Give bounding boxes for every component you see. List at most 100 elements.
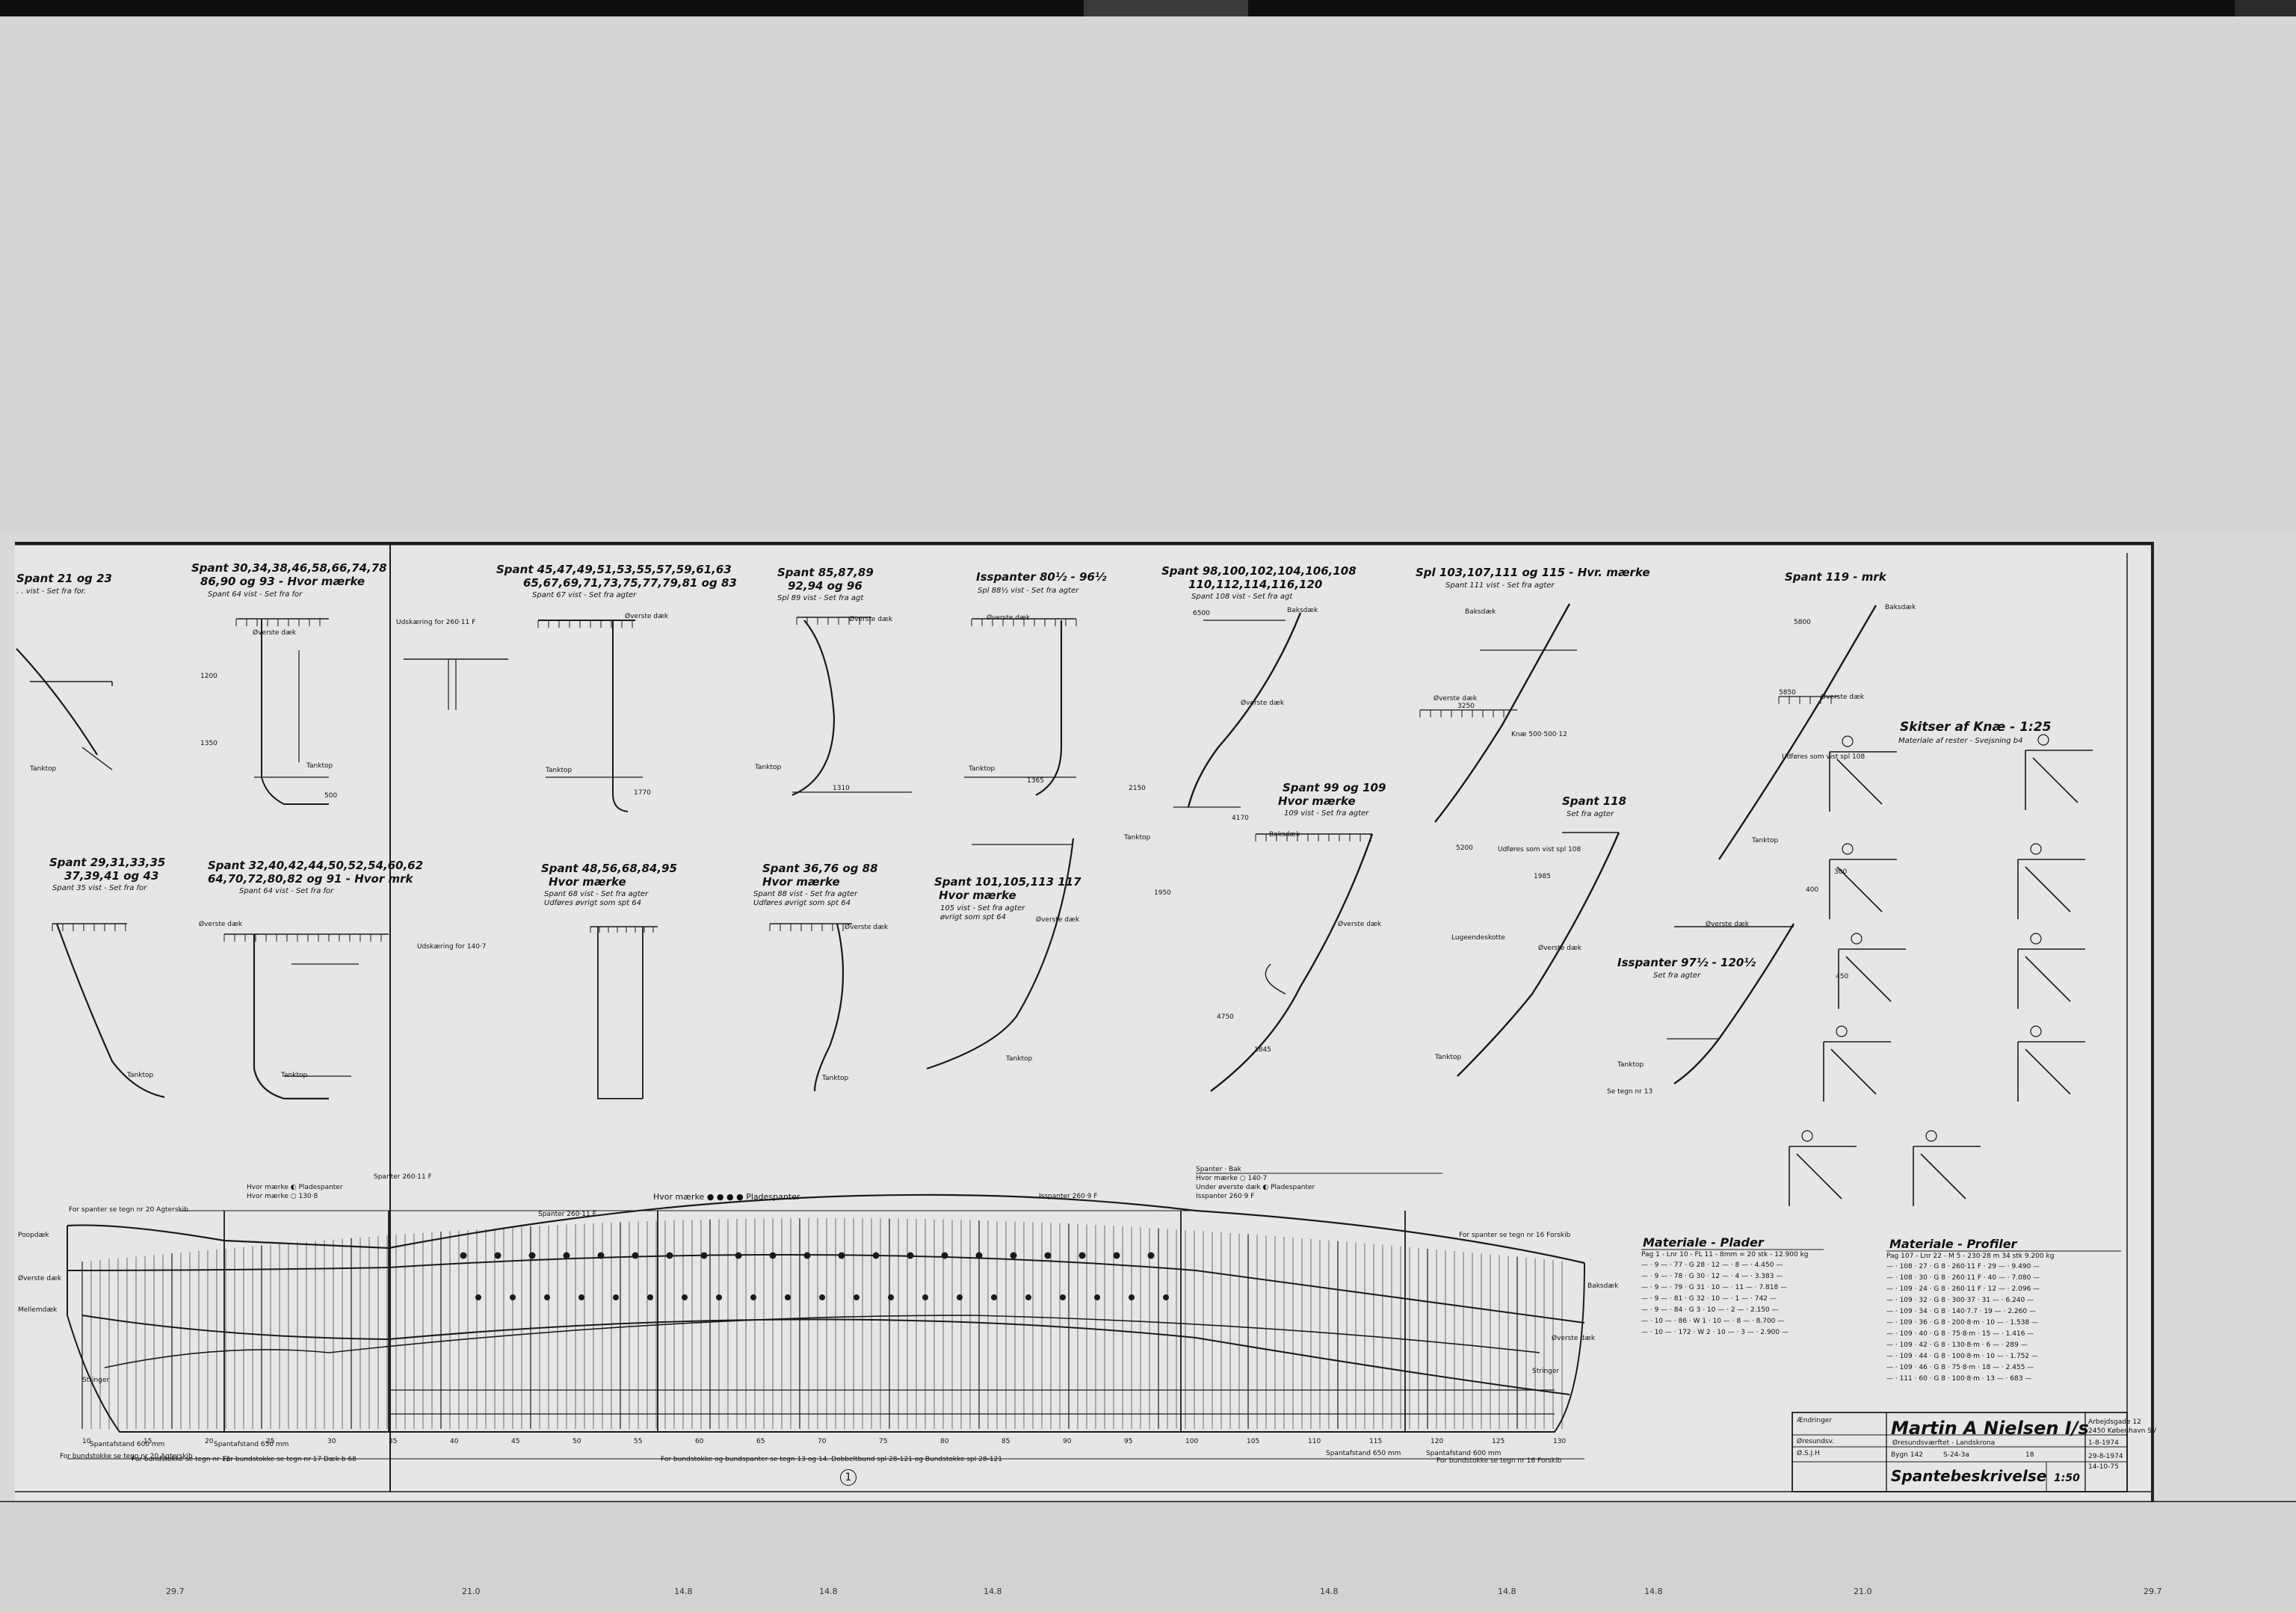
frame-subtitle: Spant 67 vist - Set fra agter — [532, 591, 637, 599]
bulkhead-label: Lugeendeskotte — [1451, 934, 1505, 942]
knee-callout-circle — [1851, 933, 1863, 945]
frame-number: 85 — [1002, 1438, 1010, 1445]
frame-title: Spant 30,34,38,46,58,66,74,78 — [191, 561, 387, 575]
plates-table-row: — · 9 — · 77 · G 28 · 12 — · 8 — · 4.450… — [1641, 1262, 1783, 1269]
frame-number: 50 — [573, 1438, 581, 1445]
frame-number: 100 — [1185, 1438, 1199, 1445]
ruler-mark: 21.0 — [1854, 1587, 1872, 1596]
frame-section — [1187, 612, 1302, 808]
frame-number: 10 — [82, 1438, 91, 1445]
tanktop-label: Tanktop — [969, 765, 996, 773]
frame-section — [1718, 605, 1877, 860]
frame-number: 40 — [450, 1438, 459, 1445]
frame-title-line2: Hvor mærke — [939, 889, 1016, 902]
frame-section — [813, 923, 845, 1092]
frame-title: Spant 101,105,113 117 — [934, 875, 1081, 889]
plate-frame-marker — [510, 1294, 516, 1300]
plate-frame-marker — [785, 1294, 791, 1300]
frame-section — [1673, 923, 1795, 1084]
knee-sketch — [2017, 948, 2085, 1009]
profiles-table-row: — · 109 · 46 · G 8 · 75·8·m · 18 — · 2.4… — [1886, 1364, 2034, 1371]
profile-label: Spanter · Bak — [1196, 1166, 1241, 1173]
ruler-mark: 29.7 — [166, 1587, 185, 1596]
frame-number: 90 — [1063, 1438, 1072, 1445]
frame-title-line2: 86,90 og 93 - Hvor mærke — [200, 575, 365, 588]
plate-frame-marker — [647, 1294, 653, 1300]
frame-section — [1035, 620, 1063, 796]
knee-callout-circle — [2037, 734, 2049, 746]
frame-number: 15 — [144, 1438, 152, 1445]
film-bottom-band — [0, 1502, 2296, 1612]
ruler-mark: 29.7 — [2144, 1587, 2162, 1596]
deck-label: Øverste dæk — [253, 629, 297, 637]
tanktop-label: Tanktop — [1006, 1055, 1033, 1063]
cutout-label: Udskæring for 140·7 — [417, 943, 487, 951]
frame-number: 80 — [940, 1438, 949, 1445]
frame-title-line2: 37,39,41 og 43 — [64, 869, 159, 883]
profile-label: For spanter se tegn nr 20 Agterskib — [69, 1206, 188, 1214]
frame-title: Spl 103,107,111 og 115 - Hvr. mærke — [1416, 566, 1650, 579]
plate-frame-marker — [716, 1294, 722, 1300]
drawing-line — [81, 747, 113, 771]
dimension-value: 5200 — [1456, 844, 1473, 852]
deck-label: Baksdæk — [1885, 604, 1916, 611]
deck-label: Øverste dæk — [845, 924, 889, 931]
sketch-subtitle: Materiale af rester - Svejsning b4 — [1898, 737, 2023, 745]
profile-hull-outline — [67, 1226, 1585, 1433]
profile-label: For bundstokke se tegn nr 12 — [132, 1456, 231, 1463]
deck-label: Øverste dæk — [625, 613, 669, 620]
plate-frame-marker — [991, 1294, 997, 1300]
sheet-number-circle: 1 — [840, 1469, 857, 1486]
table-title: Materiale - Profiler — [1889, 1237, 2017, 1251]
frame-section — [16, 648, 98, 756]
frame-number: 75 — [879, 1438, 888, 1445]
profile-deck-line — [67, 1253, 1585, 1324]
frame-title: Spant 32,40,42,44,50,52,54,60,62 — [208, 859, 424, 872]
profile-label: Hvor mærke ● ● ● ● Pladespanter — [653, 1192, 800, 1202]
plate-frame-marker — [563, 1252, 570, 1259]
frame-number: 110 — [1308, 1438, 1321, 1445]
date: 29-8-1974 — [2088, 1453, 2123, 1460]
knee-sketch — [1829, 859, 1897, 919]
plate-frame-marker — [632, 1252, 639, 1259]
deck-label: Øverste dæk — [199, 921, 243, 928]
plate-frame-marker — [1113, 1252, 1120, 1259]
frame-title: Spant 118 — [1562, 794, 1627, 808]
deck-label: Øverste dæk — [1821, 694, 1865, 701]
frame-subtitle: . . vist - Set fra for. — [16, 587, 87, 596]
frame-number: 35 — [389, 1438, 398, 1445]
plate-frame-marker — [941, 1252, 948, 1259]
plate-frame-marker — [769, 1252, 777, 1259]
dimension-value: 1200 — [200, 673, 217, 680]
profile-label: Øverste dæk — [1552, 1335, 1596, 1342]
tanktop-label: Tanktop — [822, 1075, 849, 1082]
frame-subtitle: Spant 68 vist - Set fra agter — [544, 890, 649, 898]
frame-section — [261, 619, 329, 805]
tanktop-label: Tanktop — [30, 765, 57, 773]
knee-callout-circle — [1842, 735, 1854, 747]
profiles-table-row: — · 109 · 44 · G 8 · 100·8·m · 10 — · 1.… — [1886, 1353, 2039, 1360]
plate-frame-marker — [854, 1294, 860, 1300]
plate-frame-marker — [1129, 1294, 1135, 1300]
frame-subtitle: Spant 108 vist - Set fra agt — [1191, 593, 1293, 601]
dimension-value: 4750 — [1217, 1013, 1234, 1021]
frame-title-line2: Hvor mærke — [549, 875, 626, 889]
note-label: Udføres som vist spl 108 — [1782, 753, 1866, 761]
plate-frame-marker — [597, 1252, 605, 1259]
dimension-value: 1770 — [634, 789, 651, 797]
company-subtitle: Øresundsværftet - Landskrona — [1892, 1439, 1996, 1447]
frame-number: 20 — [205, 1438, 214, 1445]
plate-frame-marker — [975, 1252, 983, 1259]
frame-title: Isspanter 80½ - 96½ — [976, 570, 1107, 584]
ruler-mark: 14.8 — [984, 1587, 1002, 1596]
tanktop-label: Tanktop — [281, 1072, 308, 1079]
ruler-mark: 14.8 — [1498, 1587, 1516, 1596]
deck-label: Baksdæk — [1465, 608, 1496, 616]
sketch-title: Skitser af Knæ - 1:25 — [1900, 720, 2052, 735]
plate-frame-marker — [888, 1294, 894, 1300]
plate-frame-marker — [1163, 1294, 1169, 1300]
dimension-value: 450 — [1836, 973, 1849, 981]
tanktop-label: Tanktop — [1752, 837, 1779, 844]
profile-label: Øverste dæk — [18, 1275, 62, 1282]
frame-title: Isspanter 97½ - 120½ — [1617, 956, 1756, 969]
